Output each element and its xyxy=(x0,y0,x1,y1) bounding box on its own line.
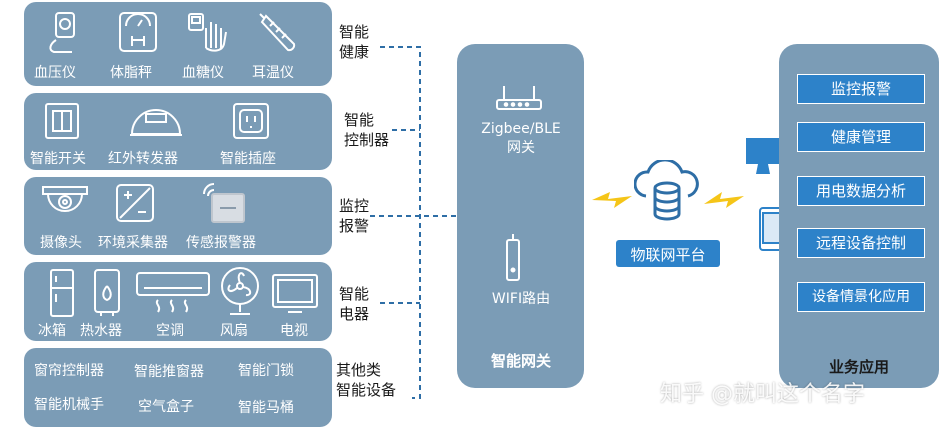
category-label: 智能 健康 xyxy=(339,23,370,61)
device-label: 空调 xyxy=(156,323,184,339)
device-label: 摄像头 xyxy=(40,235,82,251)
category-label: 监控 报警 xyxy=(339,197,370,235)
smart-switch-icon xyxy=(45,103,79,139)
device-label: 风扇 xyxy=(220,323,248,339)
ear-thermometer-icon xyxy=(259,13,296,52)
app-button-monitoring-alarm[interactable]: 监控报警 xyxy=(797,74,925,104)
device-label: 电视 xyxy=(280,323,308,339)
device-label: 冰箱 xyxy=(38,323,66,339)
device-label: 智能推窗器 xyxy=(134,364,204,380)
device-label: 红外转发器 xyxy=(108,151,178,167)
device-label: 空气盒子 xyxy=(138,399,194,415)
wifi-router-label: WIFI路由 xyxy=(491,291,551,307)
gateway-title: 智能网关 xyxy=(490,352,551,370)
device-label: 智能开关 xyxy=(30,151,86,167)
air-conditioner-icon xyxy=(136,272,210,313)
fan-icon xyxy=(221,267,259,315)
device-label: 热水器 xyxy=(80,323,122,339)
iot-platform-label: 物联网平台 xyxy=(630,246,706,264)
app-button-health-management[interactable]: 健康管理 xyxy=(797,122,925,152)
cloud-database-icon xyxy=(634,160,699,221)
app-button-power-data-analysis[interactable]: 用电数据分析 xyxy=(797,176,925,206)
device-label: 体脂秤 xyxy=(110,65,152,81)
device-label: 智能插座 xyxy=(220,151,276,167)
body-fat-scale-icon xyxy=(119,12,157,52)
glucometer-icon xyxy=(188,13,227,52)
panel-monitoring-alarm xyxy=(24,177,332,255)
app-button-scene-application[interactable]: 设备情景化应用 xyxy=(797,282,925,312)
panel-smart-controller xyxy=(24,93,332,170)
device-label: 窗帘控制器 xyxy=(34,363,104,379)
camera-icon xyxy=(42,186,88,212)
router-icon xyxy=(496,86,542,110)
device-label: 环境采集器 xyxy=(98,235,168,251)
fridge-icon xyxy=(50,269,74,317)
app-button-remote-device-control[interactable]: 远程设备控制 xyxy=(797,228,925,258)
device-label: 耳温仪 xyxy=(252,65,294,81)
lightning-right-icon xyxy=(704,192,744,208)
device-label: 传感报警器 xyxy=(186,235,256,251)
category-label: 智能 控制器 xyxy=(344,111,390,149)
category-label: 智能 电器 xyxy=(339,285,370,323)
device-label: 智能马桶 xyxy=(238,400,294,416)
gateway-column xyxy=(457,44,584,388)
panel-smart-health xyxy=(24,2,332,86)
panel-other-devices xyxy=(24,348,332,427)
blood-pressure-monitor-icon xyxy=(49,12,75,53)
lightning-left-icon xyxy=(592,192,632,208)
wifi-router-icon xyxy=(506,234,520,281)
tv-icon xyxy=(272,274,318,313)
watermark: 知乎 @就叫这个名字 xyxy=(660,382,865,407)
device-label: 血糖仪 xyxy=(182,65,224,81)
smart-socket-icon xyxy=(233,103,269,139)
ir-repeater-icon xyxy=(130,109,182,136)
iot-platform-badge xyxy=(616,240,720,267)
device-label: 智能门锁 xyxy=(238,363,294,379)
business-app-title: 业务应用 xyxy=(828,358,889,376)
environment-collector-icon xyxy=(116,184,154,222)
zigbee-gateway-label: Zigbee/BLE 网关 xyxy=(481,121,561,156)
water-heater-icon xyxy=(94,269,120,316)
device-label: 智能机械手 xyxy=(34,397,104,413)
sensor-alarm-icon xyxy=(203,183,245,223)
device-label: 血压仪 xyxy=(34,65,76,81)
category-label: 其他类 智能设备 xyxy=(336,361,397,399)
